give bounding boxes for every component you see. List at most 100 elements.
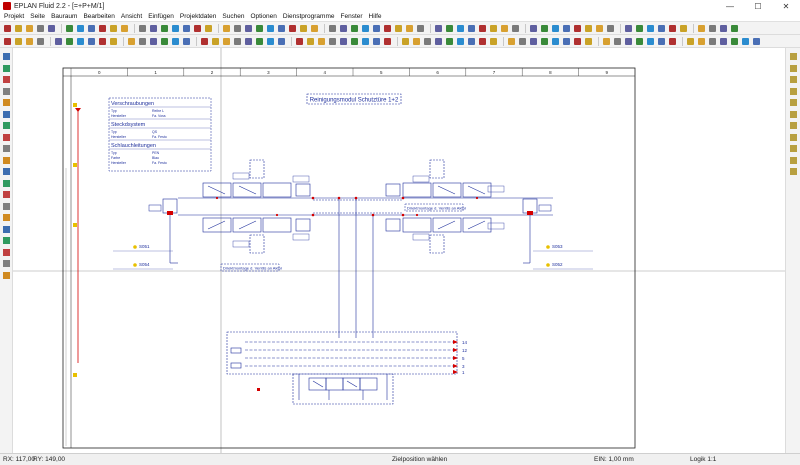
drawing-tool-icon[interactable] <box>2 225 11 234</box>
drawing-tool-icon[interactable] <box>789 121 798 130</box>
toolbar-tool-icon[interactable] <box>624 24 633 33</box>
drawing-tool-icon[interactable] <box>789 144 798 153</box>
toolbar-tool-icon[interactable] <box>401 37 410 46</box>
drawing-tool-icon[interactable] <box>2 98 11 107</box>
toolbar-tool-icon[interactable] <box>500 24 509 33</box>
toolbar-tool-icon[interactable] <box>109 24 118 33</box>
menu-einfuegen[interactable]: Einfügen <box>148 13 174 20</box>
toolbar-tool-icon[interactable] <box>606 24 615 33</box>
toolbar-tool-icon[interactable] <box>109 37 118 46</box>
toolbar-tool-icon[interactable] <box>445 24 454 33</box>
menu-dienstprogramme[interactable]: Dienstprogramme <box>282 13 335 20</box>
minimize-button[interactable]: — <box>726 1 734 11</box>
toolbar-tool-icon[interactable] <box>25 24 34 33</box>
drawing-tool-icon[interactable] <box>789 64 798 73</box>
toolbar-tool-icon[interactable] <box>204 24 213 33</box>
toolbar-tool-icon[interactable] <box>3 37 12 46</box>
toolbar-tool-icon[interactable] <box>120 24 129 33</box>
toolbar-tool-icon[interactable] <box>138 37 147 46</box>
drawing-tool-icon[interactable] <box>789 156 798 165</box>
drawing-tool-icon[interactable] <box>2 259 11 268</box>
drawing-tool-icon[interactable] <box>789 98 798 107</box>
toolbar-tool-icon[interactable] <box>65 37 74 46</box>
toolbar-tool-icon[interactable] <box>266 37 275 46</box>
toolbar-tool-icon[interactable] <box>36 24 45 33</box>
menu-seite[interactable]: Seite <box>30 13 46 20</box>
toolbar-tool-icon[interactable] <box>317 37 326 46</box>
drawing-tool-icon[interactable] <box>2 110 11 119</box>
toolbar-tool-icon[interactable] <box>171 24 180 33</box>
toolbar-tool-icon[interactable] <box>14 37 23 46</box>
toolbar-tool-icon[interactable] <box>741 37 750 46</box>
toolbar-tool-icon[interactable] <box>657 24 666 33</box>
toolbar-tool-icon[interactable] <box>511 24 520 33</box>
toolbar-tool-icon[interactable] <box>489 24 498 33</box>
toolbar-tool-icon[interactable] <box>573 24 582 33</box>
toolbar-tool-icon[interactable] <box>98 24 107 33</box>
drawing-tool-icon[interactable] <box>2 75 11 84</box>
toolbar-tool-icon[interactable] <box>47 24 56 33</box>
toolbar-tool-icon[interactable] <box>193 24 202 33</box>
toolbar-tool-icon[interactable] <box>478 37 487 46</box>
toolbar-tool-icon[interactable] <box>138 24 147 33</box>
toolbar-tool-icon[interactable] <box>361 24 370 33</box>
menu-suchen[interactable]: Suchen <box>222 13 245 20</box>
toolbar-tool-icon[interactable] <box>328 24 337 33</box>
drawing-tool-icon[interactable] <box>2 271 11 280</box>
toolbar-tool-icon[interactable] <box>423 37 432 46</box>
toolbar-tool-icon[interactable] <box>584 37 593 46</box>
toolbar-tool-icon[interactable] <box>518 37 527 46</box>
toolbar-tool-icon[interactable] <box>233 37 242 46</box>
drawing-tool-icon[interactable] <box>2 121 11 130</box>
drawing-tool-icon[interactable] <box>2 248 11 257</box>
toolbar-tool-icon[interactable] <box>383 37 392 46</box>
toolbar-tool-icon[interactable] <box>222 37 231 46</box>
toolbar-tool-icon[interactable] <box>668 37 677 46</box>
valve-group-right[interactable] <box>385 159 538 264</box>
toolbar-tool-icon[interactable] <box>719 37 728 46</box>
toolbar-tool-icon[interactable] <box>602 37 611 46</box>
toolbar-tool-icon[interactable] <box>434 37 443 46</box>
toolbar-tool-icon[interactable] <box>295 37 304 46</box>
toolbar-tool-icon[interactable] <box>244 24 253 33</box>
valve-terminal[interactable] <box>226 331 458 405</box>
toolbar-tool-icon[interactable] <box>65 24 74 33</box>
drawing-tool-icon[interactable] <box>789 52 798 61</box>
toolbar-tool-icon[interactable] <box>160 37 169 46</box>
toolbar-tool-icon[interactable] <box>697 24 706 33</box>
toolbar-tool-icon[interactable] <box>752 37 761 46</box>
toolbar-tool-icon[interactable] <box>372 24 381 33</box>
toolbar-tool-icon[interactable] <box>507 37 516 46</box>
toolbar-tool-icon[interactable] <box>98 37 107 46</box>
menu-ansicht[interactable]: Ansicht <box>120 13 143 20</box>
toolbar-tool-icon[interactable] <box>573 37 582 46</box>
drawing-tool-icon[interactable] <box>2 236 11 245</box>
drawing-tool-icon[interactable] <box>2 52 11 61</box>
toolbar-tool-icon[interactable] <box>383 24 392 33</box>
toolbar-tool-icon[interactable] <box>730 37 739 46</box>
toolbar-tool-icon[interactable] <box>730 24 739 33</box>
valve-group-left[interactable] <box>162 159 311 264</box>
toolbar-tool-icon[interactable] <box>416 24 425 33</box>
menu-bauraum[interactable]: Bauraum <box>51 13 78 20</box>
toolbar-tool-icon[interactable] <box>277 24 286 33</box>
toolbar-tool-icon[interactable] <box>233 24 242 33</box>
toolbar-tool-icon[interactable] <box>562 24 571 33</box>
maximize-button[interactable]: ☐ <box>754 1 762 11</box>
toolbar-tool-icon[interactable] <box>708 37 717 46</box>
toolbar-tool-icon[interactable] <box>200 37 209 46</box>
drawing-tool-icon[interactable] <box>2 179 11 188</box>
toolbar-tool-icon[interactable] <box>171 37 180 46</box>
toolbar-tool-icon[interactable] <box>182 24 191 33</box>
toolbar-tool-icon[interactable] <box>339 24 348 33</box>
toolbar-tool-icon[interactable] <box>445 37 454 46</box>
menu-projektdaten[interactable]: Projektdaten <box>179 13 217 20</box>
toolbar-tool-icon[interactable] <box>76 37 85 46</box>
menu-optionen[interactable]: Optionen <box>250 13 277 20</box>
toolbar-tool-icon[interactable] <box>14 24 23 33</box>
toolbar-tool-icon[interactable] <box>679 24 688 33</box>
toolbar-tool-icon[interactable] <box>54 37 63 46</box>
toolbar-tool-icon[interactable] <box>244 37 253 46</box>
toolbar-tool-icon[interactable] <box>127 37 136 46</box>
